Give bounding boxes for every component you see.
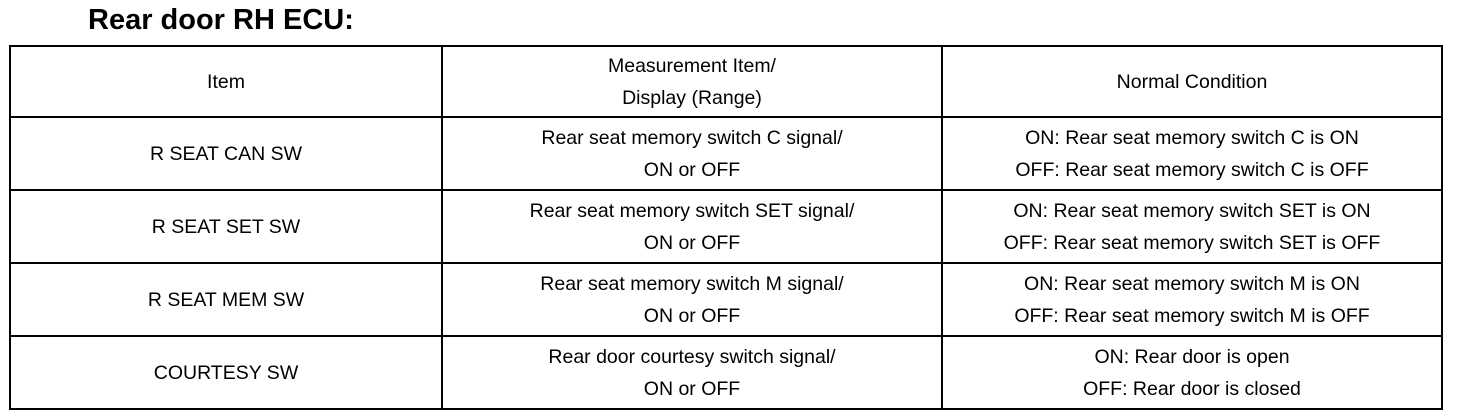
measurement-line2: ON or OFF — [643, 158, 741, 181]
normal-condition-cell: ON: Rear seat memory switch SET is ON OF… — [941, 189, 1443, 264]
normal-condition-line1: ON: Rear seat memory switch SET is ON — [1013, 199, 1371, 222]
item-cell: R SEAT CAN SW — [9, 116, 443, 191]
item-name: COURTESY SW — [153, 361, 299, 384]
measurement-cell: Rear seat memory switch C signal/ ON or … — [441, 116, 943, 191]
normal-condition-cell: ON: Rear seat memory switch C is ON OFF:… — [941, 116, 1443, 191]
normal-condition-line2: OFF: Rear seat memory switch SET is OFF — [1003, 231, 1381, 254]
data-list-table: Item Measurement Item/ Display (Range) N… — [9, 45, 1443, 410]
page-title: Rear door RH ECU: — [88, 4, 354, 36]
measurement-line1: Rear seat memory switch M signal/ — [540, 272, 844, 295]
normal-condition-line2: OFF: Rear door is closed — [1083, 377, 1301, 400]
normal-condition-line1: ON: Rear seat memory switch M is ON — [1024, 272, 1360, 295]
measurement-line1: Rear door courtesy switch signal/ — [548, 345, 836, 368]
normal-condition-line1: ON: Rear door is open — [1094, 345, 1290, 368]
measurement-cell: Rear seat memory switch SET signal/ ON o… — [441, 189, 943, 264]
table-row: R SEAT CAN SW Rear seat memory switch C … — [9, 116, 1443, 191]
table-row: COURTESY SW Rear door courtesy switch si… — [9, 335, 1443, 410]
measurement-line2: ON or OFF — [643, 231, 741, 254]
measurement-cell: Rear seat memory switch M signal/ ON or … — [441, 262, 943, 337]
item-name: R SEAT CAN SW — [149, 142, 303, 165]
measurement-line2: ON or OFF — [643, 304, 741, 327]
header-normal-condition: Normal Condition — [941, 45, 1443, 118]
header-measurement: Measurement Item/ Display (Range) — [441, 45, 943, 118]
measurement-line1: Rear seat memory switch C signal/ — [541, 126, 843, 149]
normal-condition-line1: ON: Rear seat memory switch C is ON — [1025, 126, 1359, 149]
header-item: Item — [9, 45, 443, 118]
header-normal-label: Normal Condition — [1116, 70, 1268, 93]
table-row: R SEAT MEM SW Rear seat memory switch M … — [9, 262, 1443, 337]
normal-condition-line2: OFF: Rear seat memory switch C is OFF — [1015, 158, 1369, 181]
header-measurement-line2: Display (Range) — [622, 86, 762, 109]
normal-condition-cell: ON: Rear seat memory switch M is ON OFF:… — [941, 262, 1443, 337]
item-name: R SEAT MEM SW — [147, 288, 305, 311]
table-header-row: Item Measurement Item/ Display (Range) N… — [9, 45, 1443, 118]
item-cell: R SEAT SET SW — [9, 189, 443, 264]
header-measurement-line1: Measurement Item/ — [608, 54, 776, 77]
item-cell: R SEAT MEM SW — [9, 262, 443, 337]
header-item-label: Item — [207, 70, 245, 93]
measurement-cell: Rear door courtesy switch signal/ ON or … — [441, 335, 943, 410]
item-cell: COURTESY SW — [9, 335, 443, 410]
measurement-line2: ON or OFF — [643, 377, 741, 400]
normal-condition-cell: ON: Rear door is open OFF: Rear door is … — [941, 335, 1443, 410]
item-name: R SEAT SET SW — [151, 215, 301, 238]
measurement-line1: Rear seat memory switch SET signal/ — [529, 199, 855, 222]
table-row: R SEAT SET SW Rear seat memory switch SE… — [9, 189, 1443, 264]
normal-condition-line2: OFF: Rear seat memory switch M is OFF — [1014, 304, 1370, 327]
